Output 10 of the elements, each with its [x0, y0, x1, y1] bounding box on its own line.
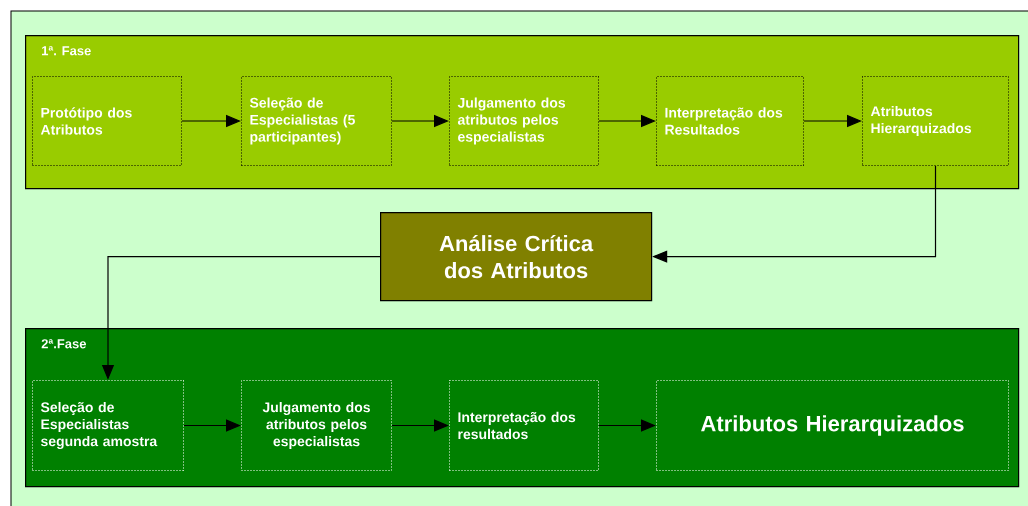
process-box: Seleção de Especialistas segunda amostra	[32, 380, 184, 471]
process-box: Análise Crítica dos Atributos	[380, 212, 653, 302]
process-box: Atributos Hierarquizados	[862, 76, 1009, 166]
process-box: Julgamento dos atributos pelos especialistas	[449, 76, 599, 166]
process-box: Interpretação dos Resultados	[656, 76, 804, 166]
process-box: Julgamento dos atributos pelos especialistas	[241, 380, 392, 471]
process-box: Seleção de Especialistas (5 participantes)	[241, 76, 392, 166]
process-box: Interpretação dos resultados	[449, 380, 599, 471]
process-box: Protótipo dos Atributos	[32, 76, 182, 166]
process-box: Atributos Hierarquizados	[656, 380, 1009, 471]
